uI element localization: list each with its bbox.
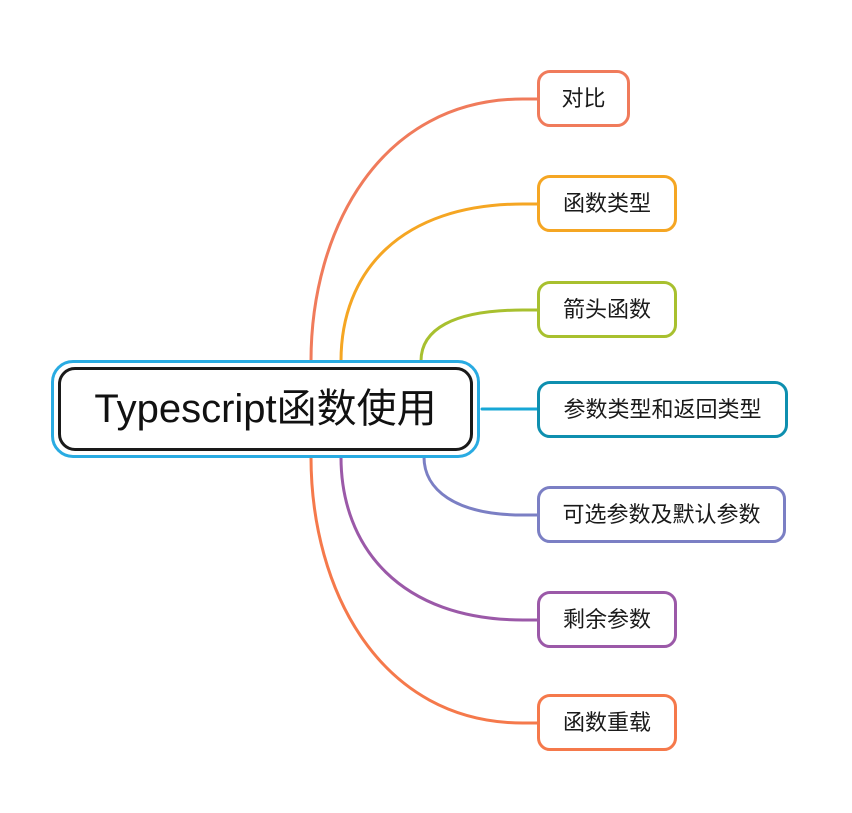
connector-jiantouhanshu [419,308,539,363]
topic-node[interactable]: 对比 [537,70,630,127]
topic-node[interactable]: 函数类型 [537,175,677,232]
connector-kexuancanshu [422,455,539,517]
root-node[interactable]: Typescript函数使用 [51,360,480,458]
topic-node[interactable]: 函数重载 [537,694,677,751]
topic-node[interactable]: 箭头函数 [537,281,677,338]
connector-hanshuchongzai [309,455,539,725]
topic-node-label: 参数类型和返回类型 [563,396,762,422]
topic-node-label: 剩余参数 [562,606,651,632]
topic-node[interactable]: 参数类型和返回类型 [537,381,788,438]
connector-duibi [309,97,539,363]
topic-node-label: 函数重载 [562,709,651,735]
topic-node-label: 可选参数及默认参数 [562,501,761,527]
topic-node-label: 函数类型 [562,190,651,216]
root-node-inner-border: Typescript函数使用 [58,367,473,451]
topic-node-label: 箭头函数 [562,296,651,322]
topic-node[interactable]: 剩余参数 [537,591,677,648]
topic-node-label: 对比 [561,85,606,111]
connector-hanshuleixing [339,202,539,363]
connector-shengyucanshu [339,455,539,622]
topic-node[interactable]: 可选参数及默认参数 [537,486,786,543]
root-node-label: Typescript函数使用 [94,387,437,431]
